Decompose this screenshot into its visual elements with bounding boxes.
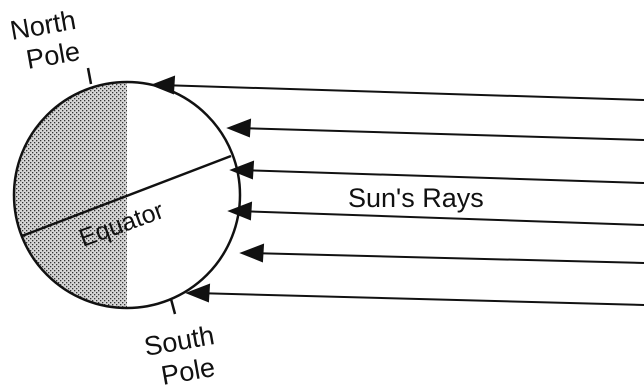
sun-rays: [150, 75, 644, 306]
earth-circle: [12, 80, 242, 310]
sun-ray-arrow: [185, 283, 644, 306]
sun-ray-arrow: [229, 160, 644, 184]
south-pole-tick: [169, 298, 177, 315]
equator-line: [21, 154, 232, 238]
sun-ray-arrow: [226, 118, 644, 141]
sun-rays-label: Sun's Rays: [348, 183, 484, 213]
sun-ray-arrow: [239, 243, 644, 264]
north-pole-tick: [86, 67, 93, 85]
sun-ray-arrow: [150, 75, 644, 101]
sun-ray-arrow: [227, 201, 644, 226]
